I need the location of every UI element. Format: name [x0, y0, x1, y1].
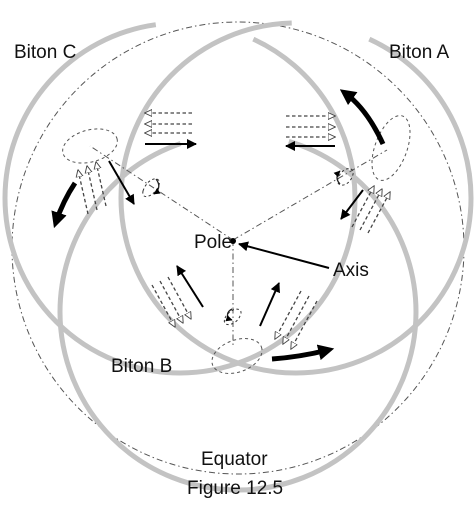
label-axis: Axis: [333, 260, 369, 281]
arrow-dashed-b-6: [291, 301, 317, 349]
arrow-dashed-c-1: [78, 170, 88, 214]
spin-arrow-b: [228, 309, 233, 320]
label-equator: Equator: [201, 449, 268, 470]
ring-biton-c: [5, 23, 355, 373]
ring-biton-a: [121, 23, 471, 373]
axis-line-a: [233, 150, 387, 240]
ring-arrow-a: [345, 93, 383, 144]
arrow-dashed-c-2: [87, 166, 97, 210]
sphere-outline: [12, 22, 464, 474]
arrow-dashed-b-4: [275, 291, 301, 339]
arrow-dashed-b-2: [160, 281, 183, 323]
axis-line-c: [90, 146, 233, 240]
ring-arrow-c: [56, 183, 75, 222]
ring-arrow-b: [272, 350, 328, 359]
spin-arrow-c: [154, 179, 159, 194]
label-biton-c: Biton C: [14, 42, 76, 63]
axis-pointer: [239, 244, 329, 268]
figure-caption: Figure 12.5: [187, 478, 283, 499]
label-biton-a: Biton A: [389, 42, 450, 63]
label-pole: Pole: [194, 232, 232, 253]
ring-biton-b: [60, 134, 416, 490]
arrow-solid-b-2: [260, 283, 279, 326]
label-biton-b: Biton B: [111, 356, 172, 377]
